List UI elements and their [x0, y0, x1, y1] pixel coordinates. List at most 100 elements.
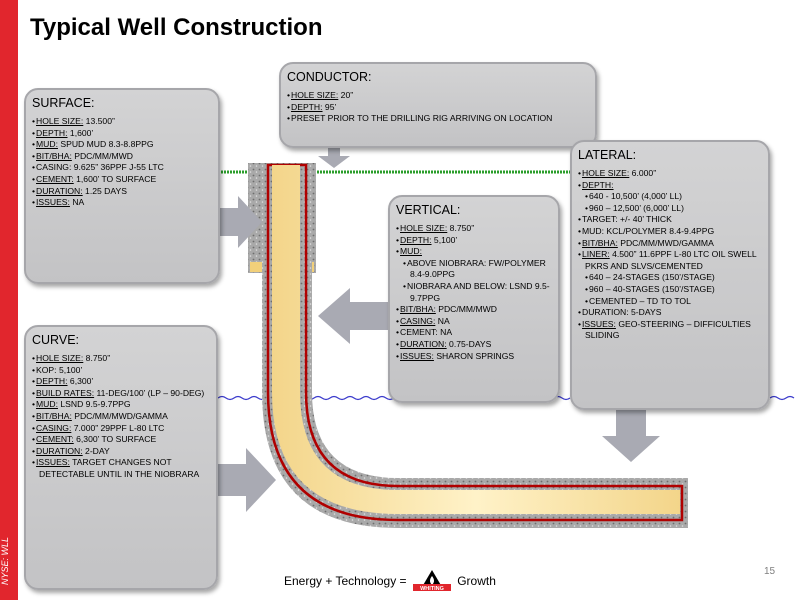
info-item-label: MUD:	[36, 399, 58, 410]
info-item-value: 1,600’ TO SURFACE	[73, 173, 157, 184]
info-item-value: 6,300’ TO SURFACE	[73, 434, 157, 445]
info-item-label: BIT/BHA:	[36, 150, 72, 161]
info-item: MUD:	[396, 246, 552, 258]
info-item-label: ISSUES:	[36, 457, 70, 468]
info-item-value: SPUD MUD 8.3-8.8PPG	[57, 139, 154, 150]
surface-arrow	[220, 196, 262, 248]
info-item: DEPTH: 1,600’	[32, 128, 212, 140]
whiting-logo: WHITING	[412, 569, 452, 595]
info-item-label: CEMENT:	[36, 173, 74, 184]
well-casing-red	[266, 163, 684, 522]
brand-sidebar: NYSE: WLL	[0, 0, 18, 600]
info-item-label: HOLE SIZE:	[36, 116, 84, 126]
lateral-list: HOLE SIZE: 6.000”DEPTH:640 - 10,500’ (4,…	[578, 168, 762, 342]
info-item-label: MUD:	[400, 246, 422, 257]
info-item-value: NA	[435, 315, 450, 326]
info-item-value: KOP: 5,100’	[36, 364, 83, 375]
info-item-label: DEPTH:	[582, 179, 614, 190]
info-item: DURATION: 1.25 DAYS	[32, 186, 212, 198]
curve-arrow	[218, 448, 276, 512]
info-item: 960 – 40-STAGES (150’/STAGE)	[578, 284, 762, 296]
surface-title: SURFACE:	[32, 96, 95, 110]
info-item-value: PDC/MM/MWD/GAMMA	[71, 410, 168, 421]
info-item-value: TARGET CHANGES NOT DETECTABLE UNTIL IN T…	[39, 457, 200, 479]
info-item: HOLE SIZE: 20”	[287, 90, 589, 102]
info-item: 960 – 12,500’ (6,000’ LL)	[578, 203, 762, 215]
info-item-value: 4.500” 11.6PPF L-80 LTC OIL SWELL PKRS A…	[585, 249, 757, 271]
info-item-label: ISSUES:	[36, 197, 70, 208]
info-item-value: NIOBRARA AND BELOW: LSND 9.5-9.7PPG	[407, 280, 550, 303]
info-item: CEMENT: 1,600’ TO SURFACE	[32, 174, 212, 186]
info-item-label: DURATION:	[36, 185, 83, 196]
footer-left-text: Energy + Technology =	[284, 574, 410, 589]
info-item-value: MUD: KCL/POLYMER 8.4-9.4PPG	[582, 225, 715, 236]
info-item-value: 640 - 10,500’ (4,000’ LL)	[589, 191, 683, 202]
info-item-value: 1,600’	[67, 127, 94, 138]
info-item: DURATION: 2-DAY	[32, 446, 210, 458]
vertical-list: HOLE SIZE: 8.750”DEPTH: 5,100’MUD:ABOVE …	[396, 223, 552, 362]
info-item: MUD: SPUD MUD 8.3-8.8PPG	[32, 139, 212, 151]
info-item: 640 – 24-STAGES (150’/STAGE)	[578, 272, 762, 284]
info-item-value: 960 – 40-STAGES (150’/STAGE)	[589, 283, 715, 294]
formation-line-right	[769, 395, 795, 401]
info-item: CASING: NA	[396, 316, 552, 328]
info-item-label: CEMENT:	[36, 434, 74, 445]
info-item: LINER: 4.500” 11.6PPF L-80 LTC OIL SWELL…	[578, 249, 762, 272]
info-item-value: 2-DAY	[82, 445, 110, 456]
info-item: KOP: 5,100’	[32, 365, 210, 377]
info-item: CEMENT: 6,300’ TO SURFACE	[32, 434, 210, 446]
info-item: HOLE SIZE: 8.750”	[32, 353, 210, 365]
info-item: HOLE SIZE: 8.750”	[396, 223, 552, 235]
info-item: NIOBRARA AND BELOW: LSND 9.5-9.7PPG	[396, 281, 552, 304]
info-item: BIT/BHA: PDC/MM/MWD/GAMMA	[32, 411, 210, 423]
conductor-list: HOLE SIZE: 20”DEPTH: 95’PRESET PRIOR TO …	[287, 90, 589, 125]
info-item: DEPTH: 95’	[287, 102, 589, 114]
info-item: ABOVE NIOBRARA: FW/POLYMER 8.4-9.0PPG	[396, 258, 552, 281]
info-item: CASING: 7.000” 29PPF L-80 LTC	[32, 423, 210, 435]
info-item-label: DEPTH:	[291, 101, 323, 112]
info-item-value: 11-DEG/100’ (LP – 90-DEG)	[94, 387, 205, 398]
info-item-value: PDC/MM/MWD	[71, 150, 133, 161]
info-item-value: 0.75-DAYS	[446, 338, 492, 349]
info-item-value: 6.000”	[629, 168, 657, 178]
info-item-label: DEPTH:	[36, 376, 68, 387]
info-item-value: 7.000” 29PPF L-80 LTC	[71, 422, 165, 433]
info-item-label: MUD:	[36, 139, 58, 150]
info-item-label: HOLE SIZE:	[400, 223, 448, 233]
info-item: DEPTH:	[578, 180, 762, 192]
info-item-value: 20”	[338, 90, 354, 100]
info-item-value: PDC/MM/MWD	[435, 304, 497, 315]
info-item-value: 6,300’	[67, 376, 94, 387]
info-item-label: DEPTH:	[36, 127, 68, 138]
info-item-label: DURATION:	[36, 445, 83, 456]
info-item: HOLE SIZE: 13.500”	[32, 116, 212, 128]
info-item-value: CEMENTED – TD TO TOL	[589, 295, 691, 306]
info-item: BIT/BHA: PDC/MM/MWD	[32, 151, 212, 163]
info-item: HOLE SIZE: 6.000”	[578, 168, 762, 180]
info-item: CEMENT: NA	[396, 327, 552, 339]
info-item-value: LSND 9.5-9.7PPG	[57, 399, 131, 410]
logo-text: WHITING	[420, 586, 444, 592]
info-item-label: HOLE SIZE:	[291, 90, 339, 100]
conductor-info-box: CONDUCTOR: HOLE SIZE: 20”DEPTH: 95’PRESE…	[279, 62, 597, 148]
info-item-value: 5,100’	[431, 234, 458, 245]
footer-right-text: Growth	[453, 574, 496, 589]
curve-info-box: CURVE: HOLE SIZE: 8.750”KOP: 5,100’DEPTH…	[24, 325, 218, 590]
info-item-value: NA	[69, 197, 85, 208]
info-item: DURATION: 5-DAYS	[578, 307, 762, 319]
conductor-arrow	[318, 148, 350, 168]
conductor-title: CONDUCTOR:	[287, 70, 372, 84]
info-item-value: GEO-STEERING – DIFFICULTIES SLIDING	[585, 318, 751, 341]
info-item-label: HOLE SIZE:	[582, 168, 630, 178]
vertical-title: VERTICAL:	[396, 203, 461, 217]
conductor-casing-shoe-left	[250, 262, 264, 272]
info-item-value: 8.750”	[83, 353, 111, 363]
lateral-down-arrow	[602, 410, 660, 462]
info-item-label: ISSUES:	[582, 318, 616, 329]
info-item: TARGET: +/- 40’ THICK	[578, 214, 762, 226]
info-item: 640 - 10,500’ (4,000’ LL)	[578, 191, 762, 203]
well-pipe	[272, 165, 680, 514]
info-item: ISSUES: NA	[32, 197, 212, 209]
lateral-title: LATERAL:	[578, 148, 637, 162]
